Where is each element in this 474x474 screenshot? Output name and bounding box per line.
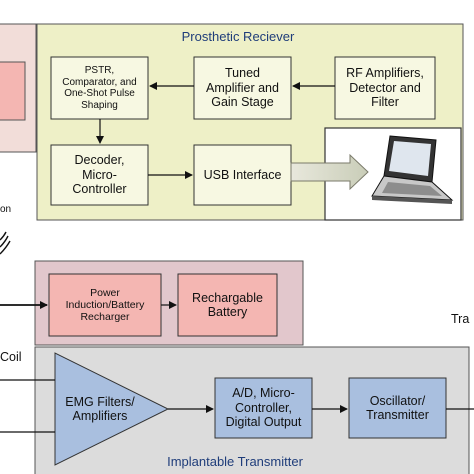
emg-filters-label: EMG Filters/ Amplifiers (65, 394, 135, 423)
ad-controller-block (214, 377, 313, 439)
left-edge-fragment-label: on (0, 204, 12, 216)
power-induction-label: Power Induction/Battery Recharger (65, 286, 145, 324)
decoder-block (50, 144, 149, 206)
usb-to-laptop-arrow (290, 153, 369, 191)
rechargable-battery-label: Rechargable Battery (192, 290, 263, 319)
pstr-label: PSTR, Comparator, and One-Shot Pulse Sha… (62, 65, 137, 111)
laptop-icon (371, 135, 454, 204)
transmitter-title: Implantable Transmitter (167, 453, 303, 469)
wireless-signal-icon (0, 231, 11, 255)
tuned-amplifier-block (193, 56, 292, 120)
emg-amplifier-triangle (54, 352, 170, 466)
decoder-label: Decoder, Micro- Controller (72, 153, 127, 197)
ad-controller-label: A/D, Micro- Controller, Digital Output (225, 386, 302, 430)
rf-amplifier-label: RF Amplifiers, Detector and Filter (346, 66, 424, 110)
tuned-amplifier-label: Tuned Amplifier and Gain Stage (206, 66, 279, 110)
usb-interface-block (193, 144, 292, 206)
receiver-title: Prosthetic Reciever (181, 28, 295, 44)
usb-interface-label: USB Interface (203, 167, 282, 182)
right-edge-fragment-label: Tra (451, 311, 470, 326)
power-induction-block (48, 273, 162, 337)
oscillator-block (348, 377, 447, 439)
rf-amplifier-block (334, 56, 436, 120)
oscillator-label: Oscillator/ Transmitter (366, 393, 429, 422)
coil-label: Coil (0, 349, 22, 364)
rechargable-battery-block (177, 273, 278, 337)
left-block-fragment (0, 61, 26, 121)
